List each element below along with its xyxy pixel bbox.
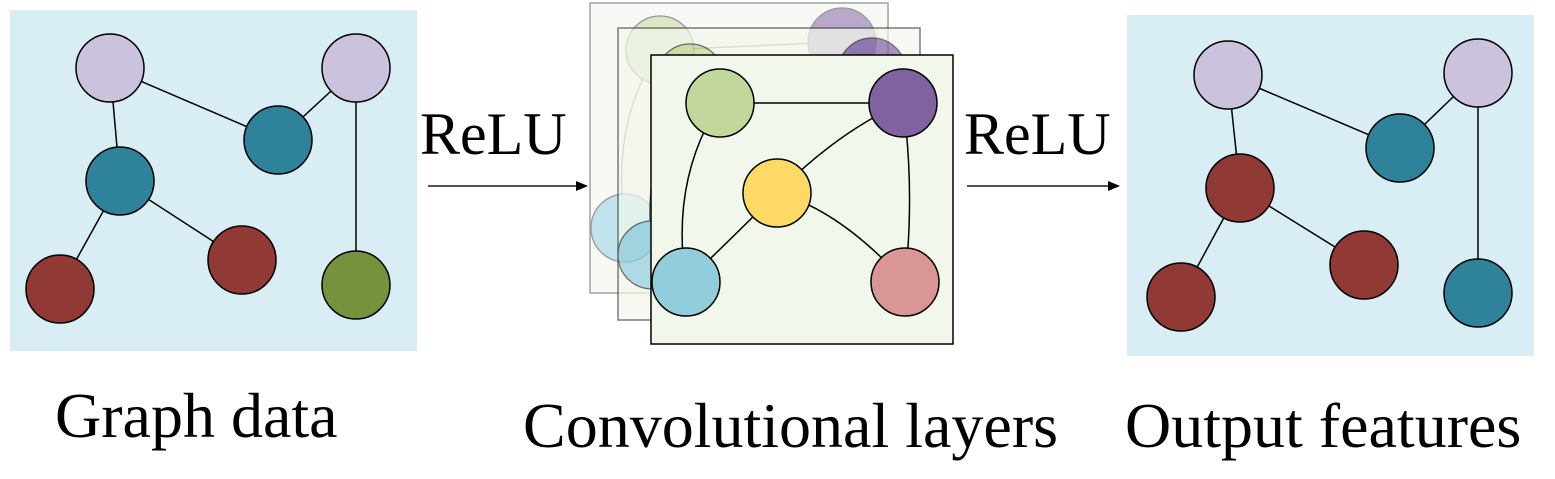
input-node-maroon-1: [207, 225, 277, 295]
output-node-maroon-1: [1205, 153, 1275, 223]
output-node-lavender-2: [1443, 38, 1513, 108]
output-graph-panel: [1127, 15, 1534, 356]
input-node-teal-2: [85, 146, 155, 216]
output-node-lavender-1: [1193, 40, 1263, 110]
relu-label-1: ReLU: [420, 101, 567, 167]
caption-graph-data: Graph data: [55, 380, 338, 451]
input-node-teal-1: [243, 105, 313, 175]
conv-node-purple: [868, 68, 938, 138]
output-node-teal-2: [1443, 258, 1513, 328]
input-node-lavender-1: [75, 33, 145, 103]
input-node-olive: [321, 250, 391, 320]
conv-node-sage: [685, 68, 755, 138]
relu-label-2: ReLU: [964, 101, 1111, 167]
conv-layer-front: [650, 54, 954, 345]
conv-layers-stack: [589, 2, 954, 345]
output-node-teal-1: [1365, 113, 1435, 183]
input-node-maroon-2: [25, 254, 95, 324]
input-graph-panel: [10, 10, 417, 351]
conv-node-light-blue: [651, 247, 721, 317]
output-node-maroon-3: [1146, 262, 1216, 332]
caption-output-features: Output features: [1125, 390, 1522, 461]
input-node-lavender-2: [321, 33, 391, 103]
conv-node-yellow: [742, 158, 812, 228]
caption-convolutional-layers: Convolutional layers: [523, 390, 1059, 461]
output-node-maroon-2: [1329, 230, 1399, 300]
conv-node-salmon: [870, 247, 940, 317]
